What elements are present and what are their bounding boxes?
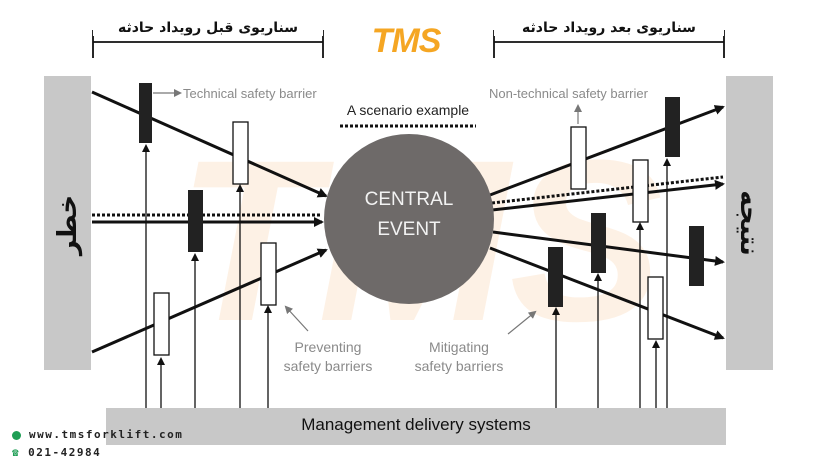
threat-line-top <box>91 90 328 198</box>
website-text[interactable]: www.tmsforklift.com <box>29 428 184 441</box>
technical-barrier-3 <box>665 97 680 157</box>
technical-barrier-2 <box>188 190 203 252</box>
non-technical-barrier-3 <box>153 292 170 356</box>
non-technical-barrier-5 <box>632 159 649 223</box>
technical-barrier-4 <box>591 213 606 273</box>
mitigating-label-pointer <box>507 310 537 335</box>
globe-icon <box>12 430 21 440</box>
central-event-line2: EVENT <box>377 219 441 240</box>
consequence-line-2-dots <box>491 175 724 205</box>
management-bar-label: Management delivery systems <box>301 415 531 434</box>
hazard-label: خطر <box>53 194 83 256</box>
preventing-label-pointer <box>284 305 309 332</box>
hazard-panel <box>44 76 91 370</box>
mitigating-barriers-label: Mitigating safety barriers <box>404 338 514 376</box>
preventing-line1: Preventing <box>294 339 362 355</box>
non-technical-barrier-6 <box>647 276 664 340</box>
non-technical-barrier-2 <box>260 242 277 306</box>
preventing-line2: safety barriers <box>283 358 373 374</box>
phone-row[interactable]: ☎ 021-42984 <box>12 446 101 459</box>
right-header-title: سناریوی بعد رویداد حادثه <box>494 20 724 36</box>
non-technical-barrier-label: Non-technical safety barrier <box>489 86 648 101</box>
technical-barrier-label: Technical safety barrier <box>183 86 317 101</box>
phone-icon: ☎ <box>12 446 21 459</box>
consequence-line-4 <box>489 246 725 340</box>
left-header-title: سناریوی قبل رویداد حادثه <box>93 20 323 36</box>
central-event-label: CENTRAL EVENT <box>324 185 494 245</box>
central-event-line1: CENTRAL <box>364 189 454 210</box>
phone-text[interactable]: 021-42984 <box>28 446 102 459</box>
preventing-barriers-label: Preventing safety barriers <box>273 338 383 376</box>
technical-barrier-6 <box>548 247 563 307</box>
scenario-example-label: A scenario example <box>346 102 470 118</box>
mitigating-line2: safety barriers <box>414 358 504 374</box>
consequence-panel <box>726 76 773 370</box>
threat-line-bottom <box>91 248 328 354</box>
website-row[interactable]: www.tmsforklift.com <box>12 428 183 441</box>
consequence-line-2 <box>491 179 725 212</box>
mitigating-line1: Mitigating <box>429 339 489 355</box>
technical-barrier-1 <box>139 83 152 143</box>
consequence-line-3 <box>492 230 725 266</box>
central-event-circle <box>324 134 494 304</box>
consequence-line-1 <box>489 105 725 197</box>
tms-logo: TMS <box>371 22 442 60</box>
technical-barrier-5 <box>689 226 704 286</box>
non-technical-barrier-1 <box>232 121 249 185</box>
management-bar <box>106 408 726 445</box>
non-technical-barrier-4 <box>570 126 587 190</box>
consequence-label: نتیجه <box>734 190 764 256</box>
